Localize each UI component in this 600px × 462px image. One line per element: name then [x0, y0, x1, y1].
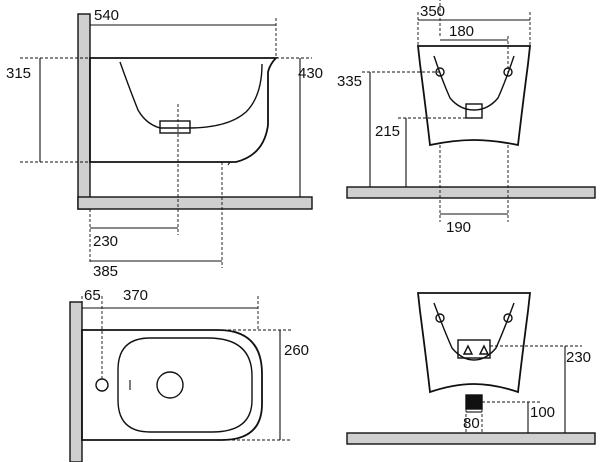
- front-fixing-spacing-label: 180: [449, 23, 474, 40]
- side-fixing-offset-label: 385: [93, 263, 118, 280]
- side-wall: [77, 13, 91, 210]
- back-inlet-height-label: 230: [566, 349, 591, 366]
- back-inlet-right-triangle: [478, 344, 490, 355]
- top-wall: [69, 301, 83, 462]
- side-bowl-inner: [119, 61, 263, 129]
- top-bowl-outline: [117, 337, 253, 433]
- front-fixing-height-label: 335: [337, 73, 362, 90]
- back-bowl-inner: [433, 302, 515, 361]
- back-waste-width-label: 80: [463, 415, 480, 432]
- back-inlet-box: [457, 339, 491, 359]
- side-length-label: 540: [94, 7, 119, 24]
- side-drain-offset-label: 230: [93, 233, 118, 250]
- side-total-height-label: 430: [298, 65, 323, 82]
- back-fixing-right: [503, 313, 513, 323]
- front-width-label: 350: [420, 3, 445, 20]
- top-bidet-outline: [81, 329, 263, 441]
- top-width-label: 260: [284, 342, 309, 359]
- front-inlet: [465, 103, 483, 119]
- back-bidet-body: [416, 292, 532, 394]
- front-bidet-body: [416, 45, 532, 147]
- side-floor: [77, 196, 313, 210]
- back-waste-outlet: [465, 394, 483, 410]
- front-bowl-inner: [433, 55, 515, 111]
- front-floor: [346, 186, 596, 199]
- back-waste-height-label: 100: [530, 404, 555, 421]
- back-floor: [346, 432, 596, 445]
- side-bidet-body: [89, 57, 279, 163]
- front-bottom-width-label: 190: [446, 219, 471, 236]
- back-view: 230 100 80: [346, 292, 596, 445]
- front-view: 350 180 335 215 190: [337, 0, 596, 236]
- top-length-label: 370: [123, 287, 148, 304]
- side-view: 540 315 430 230 385: [6, 7, 323, 280]
- side-drain: [159, 120, 191, 134]
- side-rim-height-label: 315: [6, 65, 31, 82]
- top-drain-outer: [156, 371, 184, 399]
- back-inlet-left-triangle: [462, 344, 474, 355]
- back-fixing-left: [435, 313, 445, 323]
- front-fixing-left: [435, 67, 445, 77]
- top-wall-gap-label: 65: [84, 287, 101, 304]
- front-inlet-height-label: 215: [375, 123, 400, 140]
- top-view: 65 370 260: [69, 287, 309, 462]
